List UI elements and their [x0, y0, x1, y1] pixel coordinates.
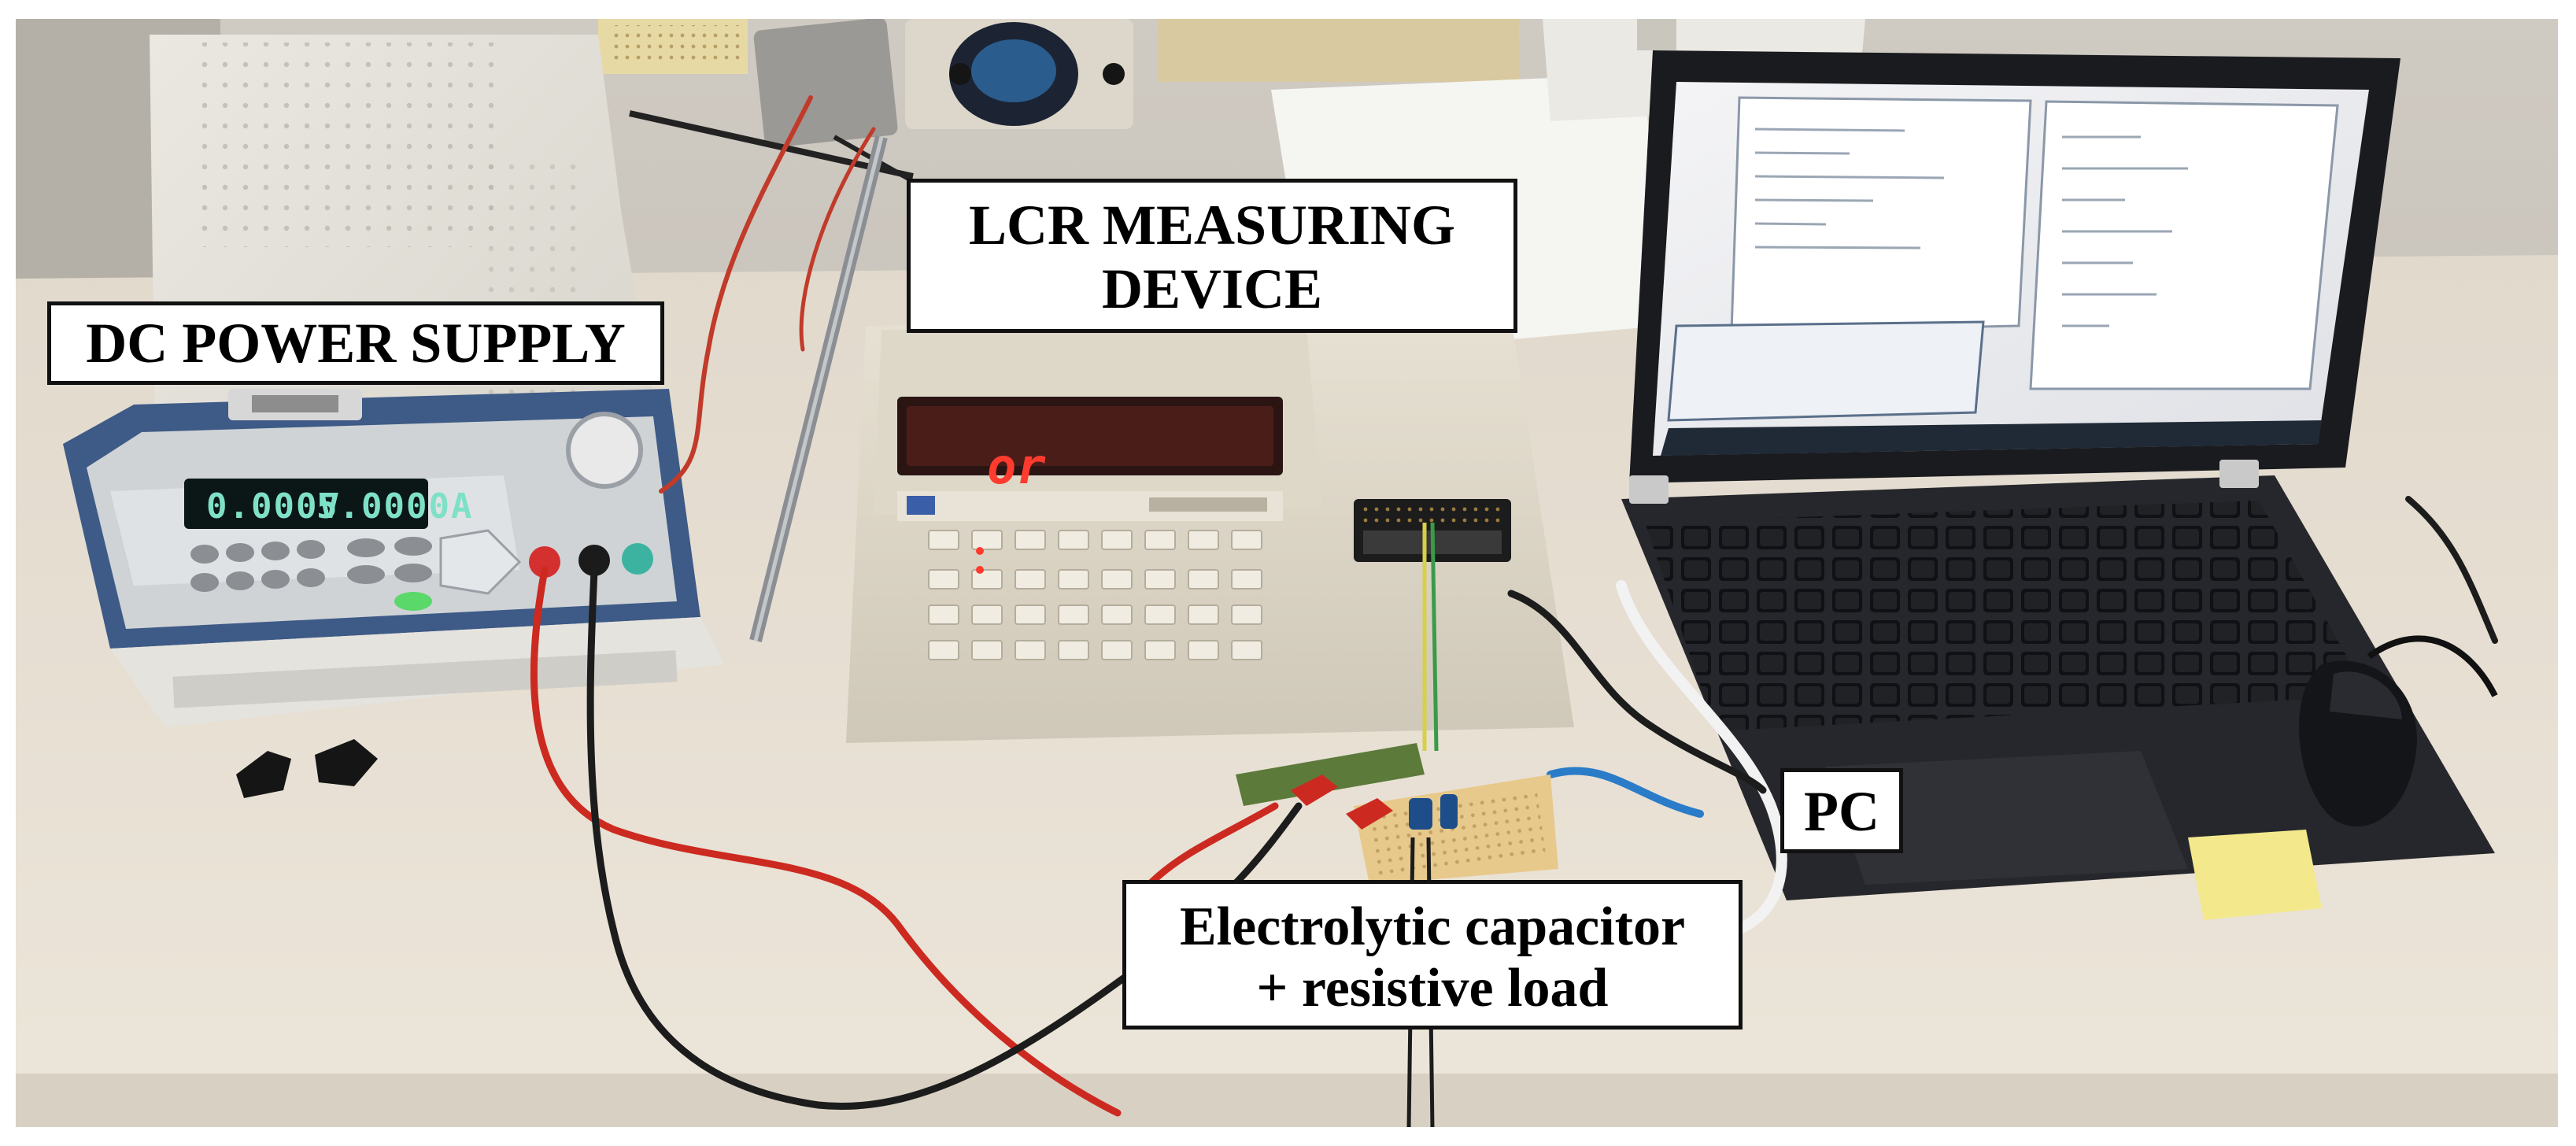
label-pc: PC [1780, 768, 1903, 853]
mouse-icon [2299, 635, 2498, 826]
label-dc-power-supply-text: DC POWER SUPPLY [86, 312, 626, 375]
label-pc-text: PC [1804, 780, 1879, 843]
lcr-meter-icon [846, 318, 1574, 752]
label-lcr-measuring-device: LCR MEASURING DEVICE [907, 179, 1517, 333]
laptop-icon [1621, 50, 2495, 900]
label-lcr-line1: LCR MEASURING [968, 194, 1456, 257]
label-dc-power-supply: DC POWER SUPPLY [47, 301, 664, 385]
label-lcr-line2: DEVICE [1101, 257, 1323, 320]
label-capacitor-line2: + resistive load [1256, 958, 1609, 1019]
lcr-readout-display: or [987, 438, 1046, 495]
psu-current-display: 5.0000A [316, 486, 474, 527]
lab-photo: 0.000V 5.0000A or [16, 19, 2558, 1127]
psu-voltage-display: 0.000V [206, 486, 341, 527]
label-capacitor-line1: Electrolytic capacitor [1179, 896, 1686, 957]
breadboard-icon [1236, 743, 1558, 1127]
label-capacitor-load: Electrolytic capacitor + resistive load [1122, 880, 1743, 1030]
sticky-note [2188, 830, 2322, 920]
